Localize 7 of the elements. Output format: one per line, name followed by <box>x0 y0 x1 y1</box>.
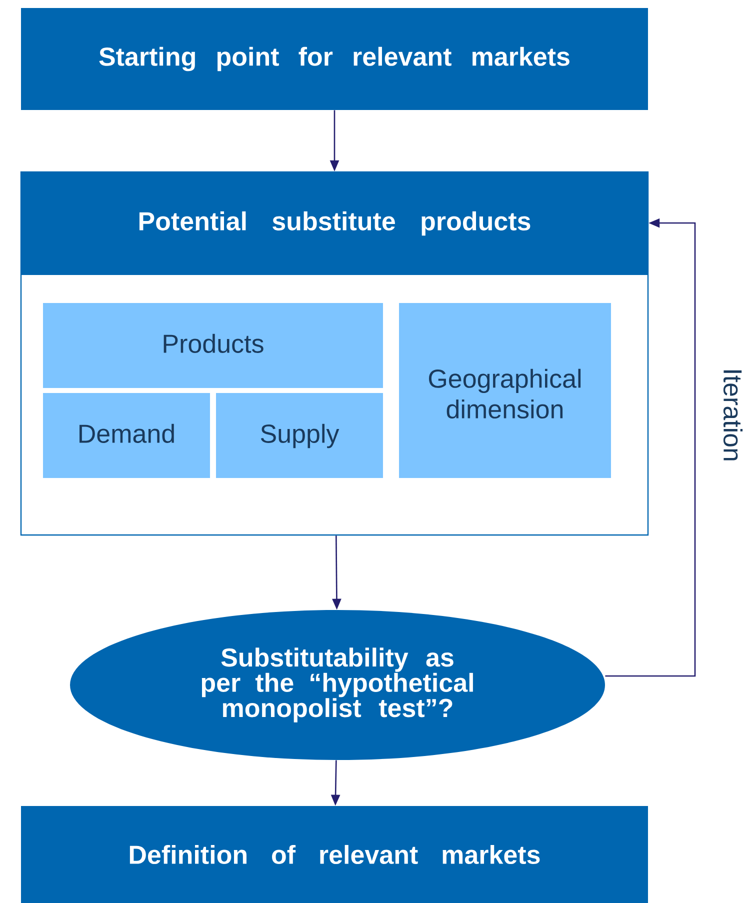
category-box: Products <box>43 303 383 388</box>
category-box: Supply <box>216 393 383 478</box>
category-box: Geographical dimension <box>399 303 611 478</box>
process-box: Definition of relevant markets <box>21 806 648 903</box>
process-box: Starting point for relevant markets <box>21 8 648 110</box>
category-box: Demand <box>43 393 210 478</box>
edge-label: Iteration <box>721 366 745 464</box>
